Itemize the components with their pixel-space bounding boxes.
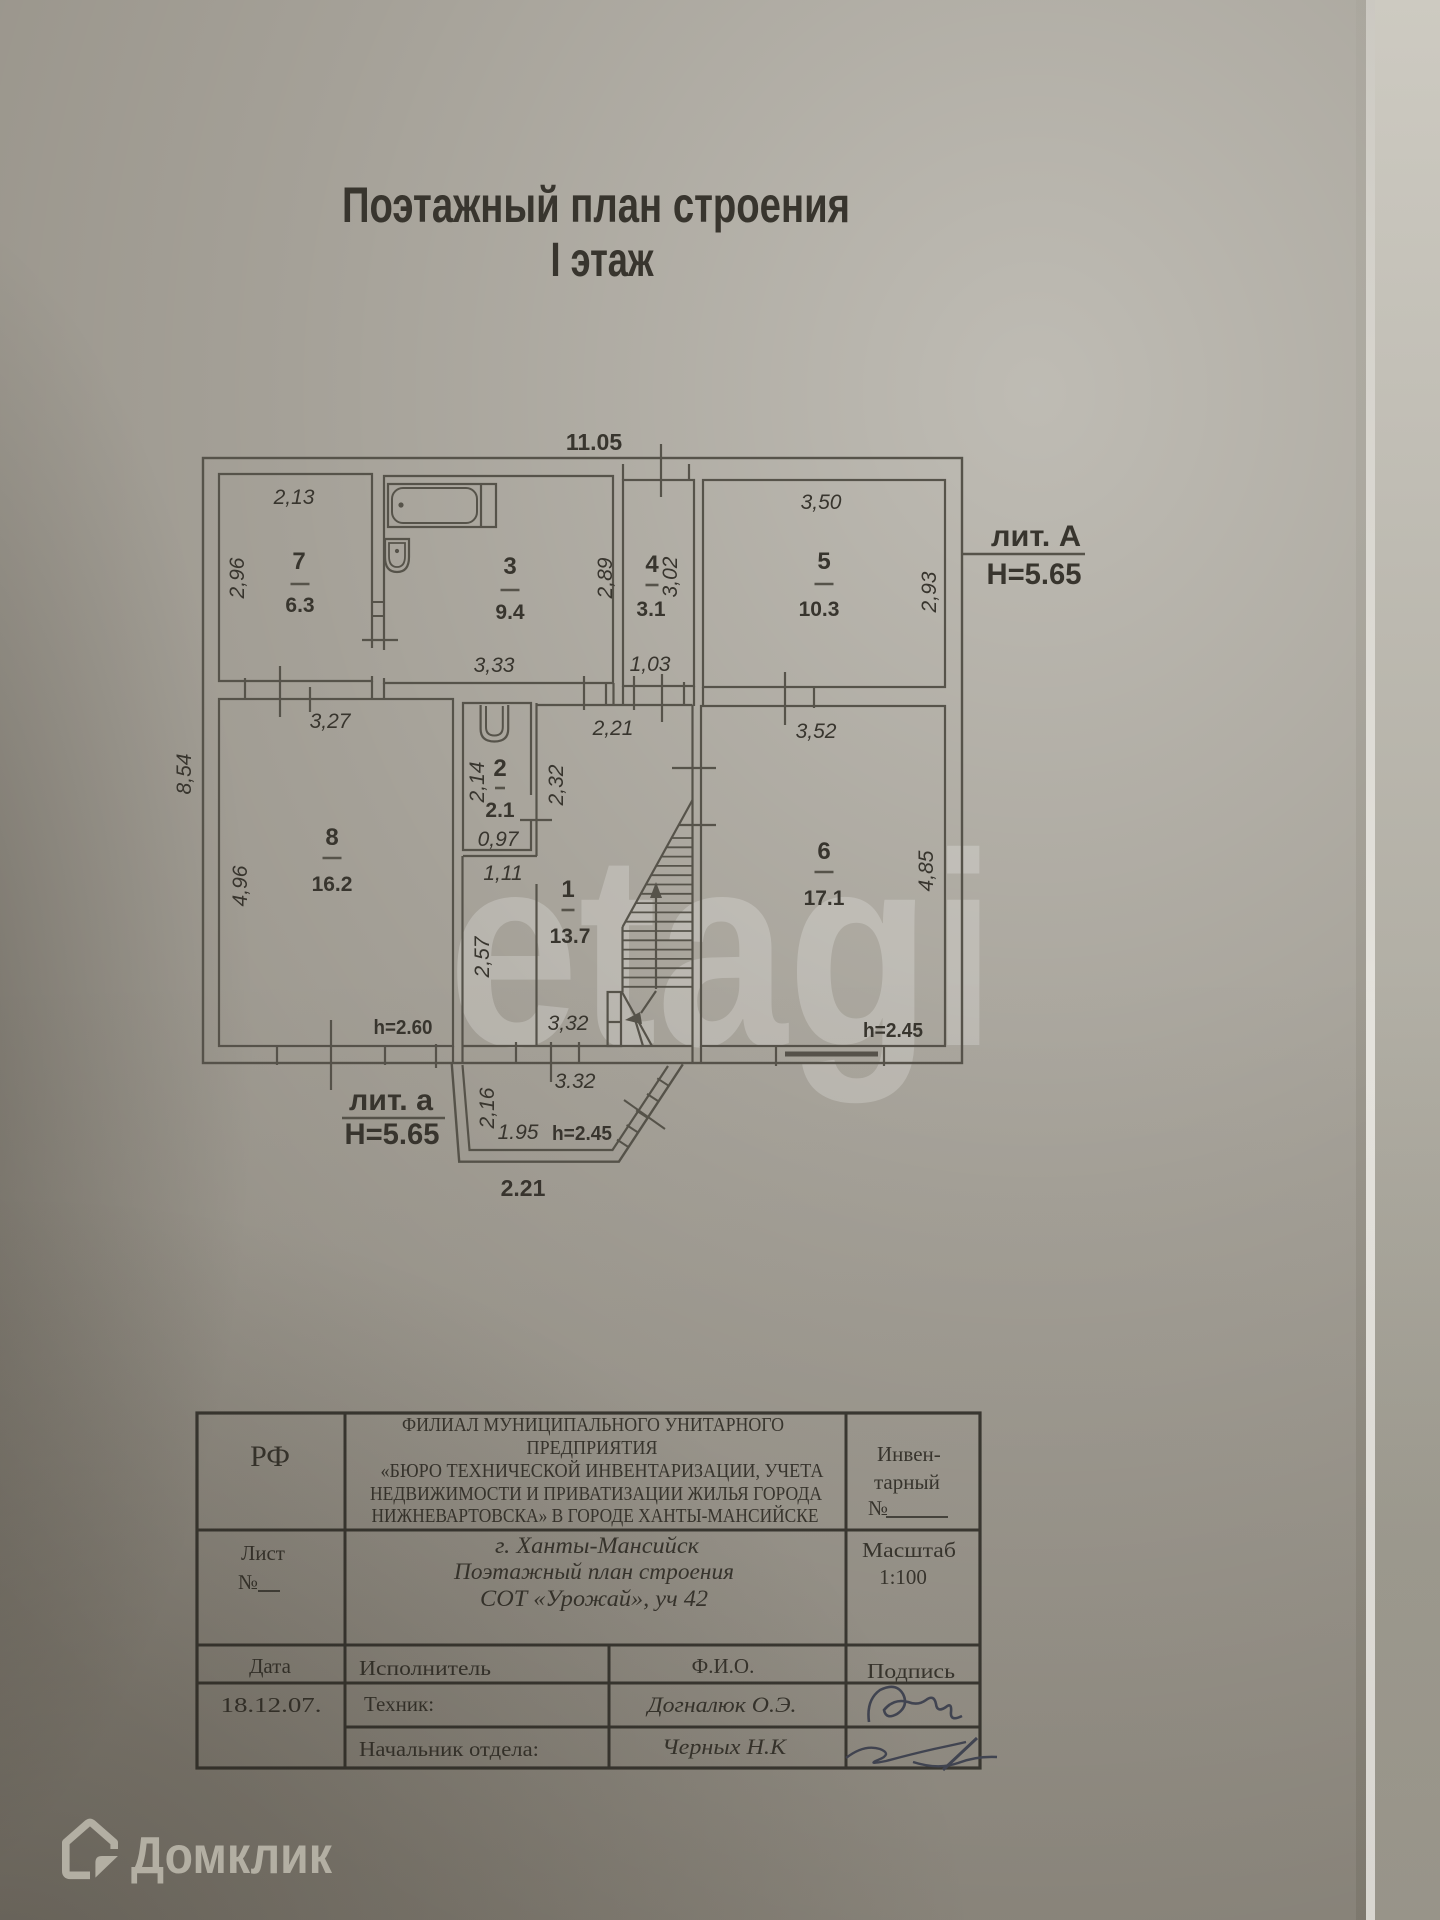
svg-text:Ф.И.О.: Ф.И.О. (692, 1654, 755, 1678)
svg-text:РФ: РФ (250, 1440, 290, 1473)
svg-text:H=5.65: H=5.65 (987, 558, 1082, 591)
svg-text:Лист: Лист (241, 1541, 285, 1565)
svg-text:1.95: 1.95 (498, 1121, 539, 1144)
svg-text:Исполнитель: Исполнитель (359, 1656, 491, 1680)
svg-text:h=2.45: h=2.45 (552, 1123, 612, 1145)
svg-text:№: № (868, 1496, 888, 1520)
svg-text:7: 7 (292, 548, 305, 575)
svg-text:Догналюк О.Э.: Догналюк О.Э. (645, 1692, 796, 1717)
svg-text:4,96: 4,96 (229, 865, 252, 906)
svg-text:2.1: 2.1 (485, 799, 515, 822)
svg-text:г. Ханты-Мансийск: г. Ханты-Мансийск (495, 1533, 699, 1558)
svg-text:Техник:: Техник: (364, 1692, 434, 1716)
svg-text:Масштаб: Масштаб (862, 1538, 956, 1562)
svg-text:НЕДВИЖИМОСТИ И ПРИВАТИЗАЦИИ ЖИ: НЕДВИЖИМОСТИ И ПРИВАТИЗАЦИИ ЖИЛЬЯ ГОРОДА (370, 1483, 822, 1505)
svg-text:16.2: 16.2 (312, 873, 353, 896)
svg-text:3.1: 3.1 (636, 598, 666, 621)
svg-text:etagi: etagi (448, 797, 996, 1105)
svg-text:1,11: 1,11 (483, 862, 522, 885)
svg-text:4: 4 (645, 551, 659, 578)
svg-text:Инвен-: Инвен- (877, 1442, 941, 1466)
svg-text:Домклик: Домклик (131, 1827, 333, 1885)
svg-text:№: № (238, 1570, 258, 1594)
svg-text:18.12.07.: 18.12.07. (221, 1693, 322, 1717)
svg-text:ФИЛИАЛ МУНИЦИПАЛЬНОГО УНИТАРНО: ФИЛИАЛ МУНИЦИПАЛЬНОГО УНИТАРНОГО (402, 1414, 784, 1436)
svg-text:Подпись: Подпись (867, 1659, 955, 1683)
svg-text:НИЖНЕВАРТОВСКА» В ГОРОДЕ ХАНТЫ: НИЖНЕВАРТОВСКА» В ГОРОДЕ ХАНТЫ-МАНСИЙСКЕ (372, 1504, 819, 1527)
svg-text:2,57: 2,57 (471, 935, 494, 978)
svg-text:6: 6 (817, 838, 830, 865)
svg-text:9.4: 9.4 (495, 601, 525, 624)
svg-text:10.3: 10.3 (799, 598, 840, 621)
svg-text:2,89: 2,89 (594, 557, 617, 599)
svg-text:тарный: тарный (874, 1470, 940, 1494)
svg-text:I этаж: I этаж (551, 234, 655, 287)
svg-text:Поэтажный план строения: Поэтажный план строения (453, 1559, 734, 1584)
svg-text:2,14: 2,14 (466, 762, 489, 804)
svg-text:3,52: 3,52 (796, 720, 837, 743)
svg-text:3,02: 3,02 (659, 556, 682, 597)
svg-text:2,96: 2,96 (226, 557, 249, 599)
svg-text:11.05: 11.05 (566, 429, 622, 455)
svg-text:H=5.65: H=5.65 (345, 1118, 440, 1151)
svg-text:Дата: Дата (249, 1654, 292, 1678)
svg-text:2.21: 2.21 (501, 1175, 546, 1201)
svg-text:1: 1 (561, 876, 574, 903)
svg-text:13.7: 13.7 (550, 925, 591, 948)
svg-text:1,03: 1,03 (630, 653, 671, 676)
svg-text:лит. a: лит. a (349, 1084, 433, 1117)
svg-text:3: 3 (503, 553, 516, 580)
svg-text:1:100: 1:100 (879, 1565, 927, 1589)
svg-text:6.3: 6.3 (285, 594, 314, 617)
svg-text:2,32: 2,32 (545, 764, 568, 806)
svg-text:0,97: 0,97 (478, 828, 520, 851)
svg-text:8: 8 (325, 824, 338, 851)
svg-text:3,27: 3,27 (310, 710, 352, 733)
svg-text:Начальник отдела:: Начальник отдела: (359, 1737, 539, 1761)
svg-text:СОТ «Урожай», уч 42: СОТ «Урожай», уч 42 (480, 1586, 708, 1611)
svg-text:Поэтажный план строения: Поэтажный план строения (342, 177, 850, 233)
svg-text:2: 2 (493, 755, 506, 782)
svg-text:лит. А: лит. А (991, 520, 1081, 553)
svg-text:8,54: 8,54 (173, 754, 196, 795)
svg-text:3.32: 3.32 (555, 1070, 596, 1093)
svg-text:3,32: 3,32 (548, 1012, 589, 1035)
svg-text:5: 5 (817, 548, 830, 575)
svg-text:2,93: 2,93 (918, 571, 941, 613)
svg-text:ПРЕДПРИЯТИЯ: ПРЕДПРИЯТИЯ (527, 1437, 658, 1459)
svg-text:Черных Н.К: Черных Н.К (662, 1734, 788, 1759)
svg-text:2,21: 2,21 (592, 717, 634, 740)
svg-text:2,13: 2,13 (273, 486, 315, 509)
svg-text:3,33: 3,33 (474, 654, 515, 677)
svg-text:h=2.45: h=2.45 (863, 1020, 923, 1042)
svg-text:«БЮРО ТЕХНИЧЕСКОЙ ИНВЕНТАРИЗАЦ: «БЮРО ТЕХНИЧЕСКОЙ ИНВЕНТАРИЗАЦИИ, УЧЕТА (381, 1459, 824, 1482)
svg-text:2,16: 2,16 (476, 1087, 499, 1129)
svg-text:h=2.60: h=2.60 (374, 1017, 433, 1039)
svg-text:17.1: 17.1 (804, 887, 845, 910)
svg-text:4,85: 4,85 (915, 850, 938, 891)
svg-text:3,50: 3,50 (801, 491, 842, 514)
